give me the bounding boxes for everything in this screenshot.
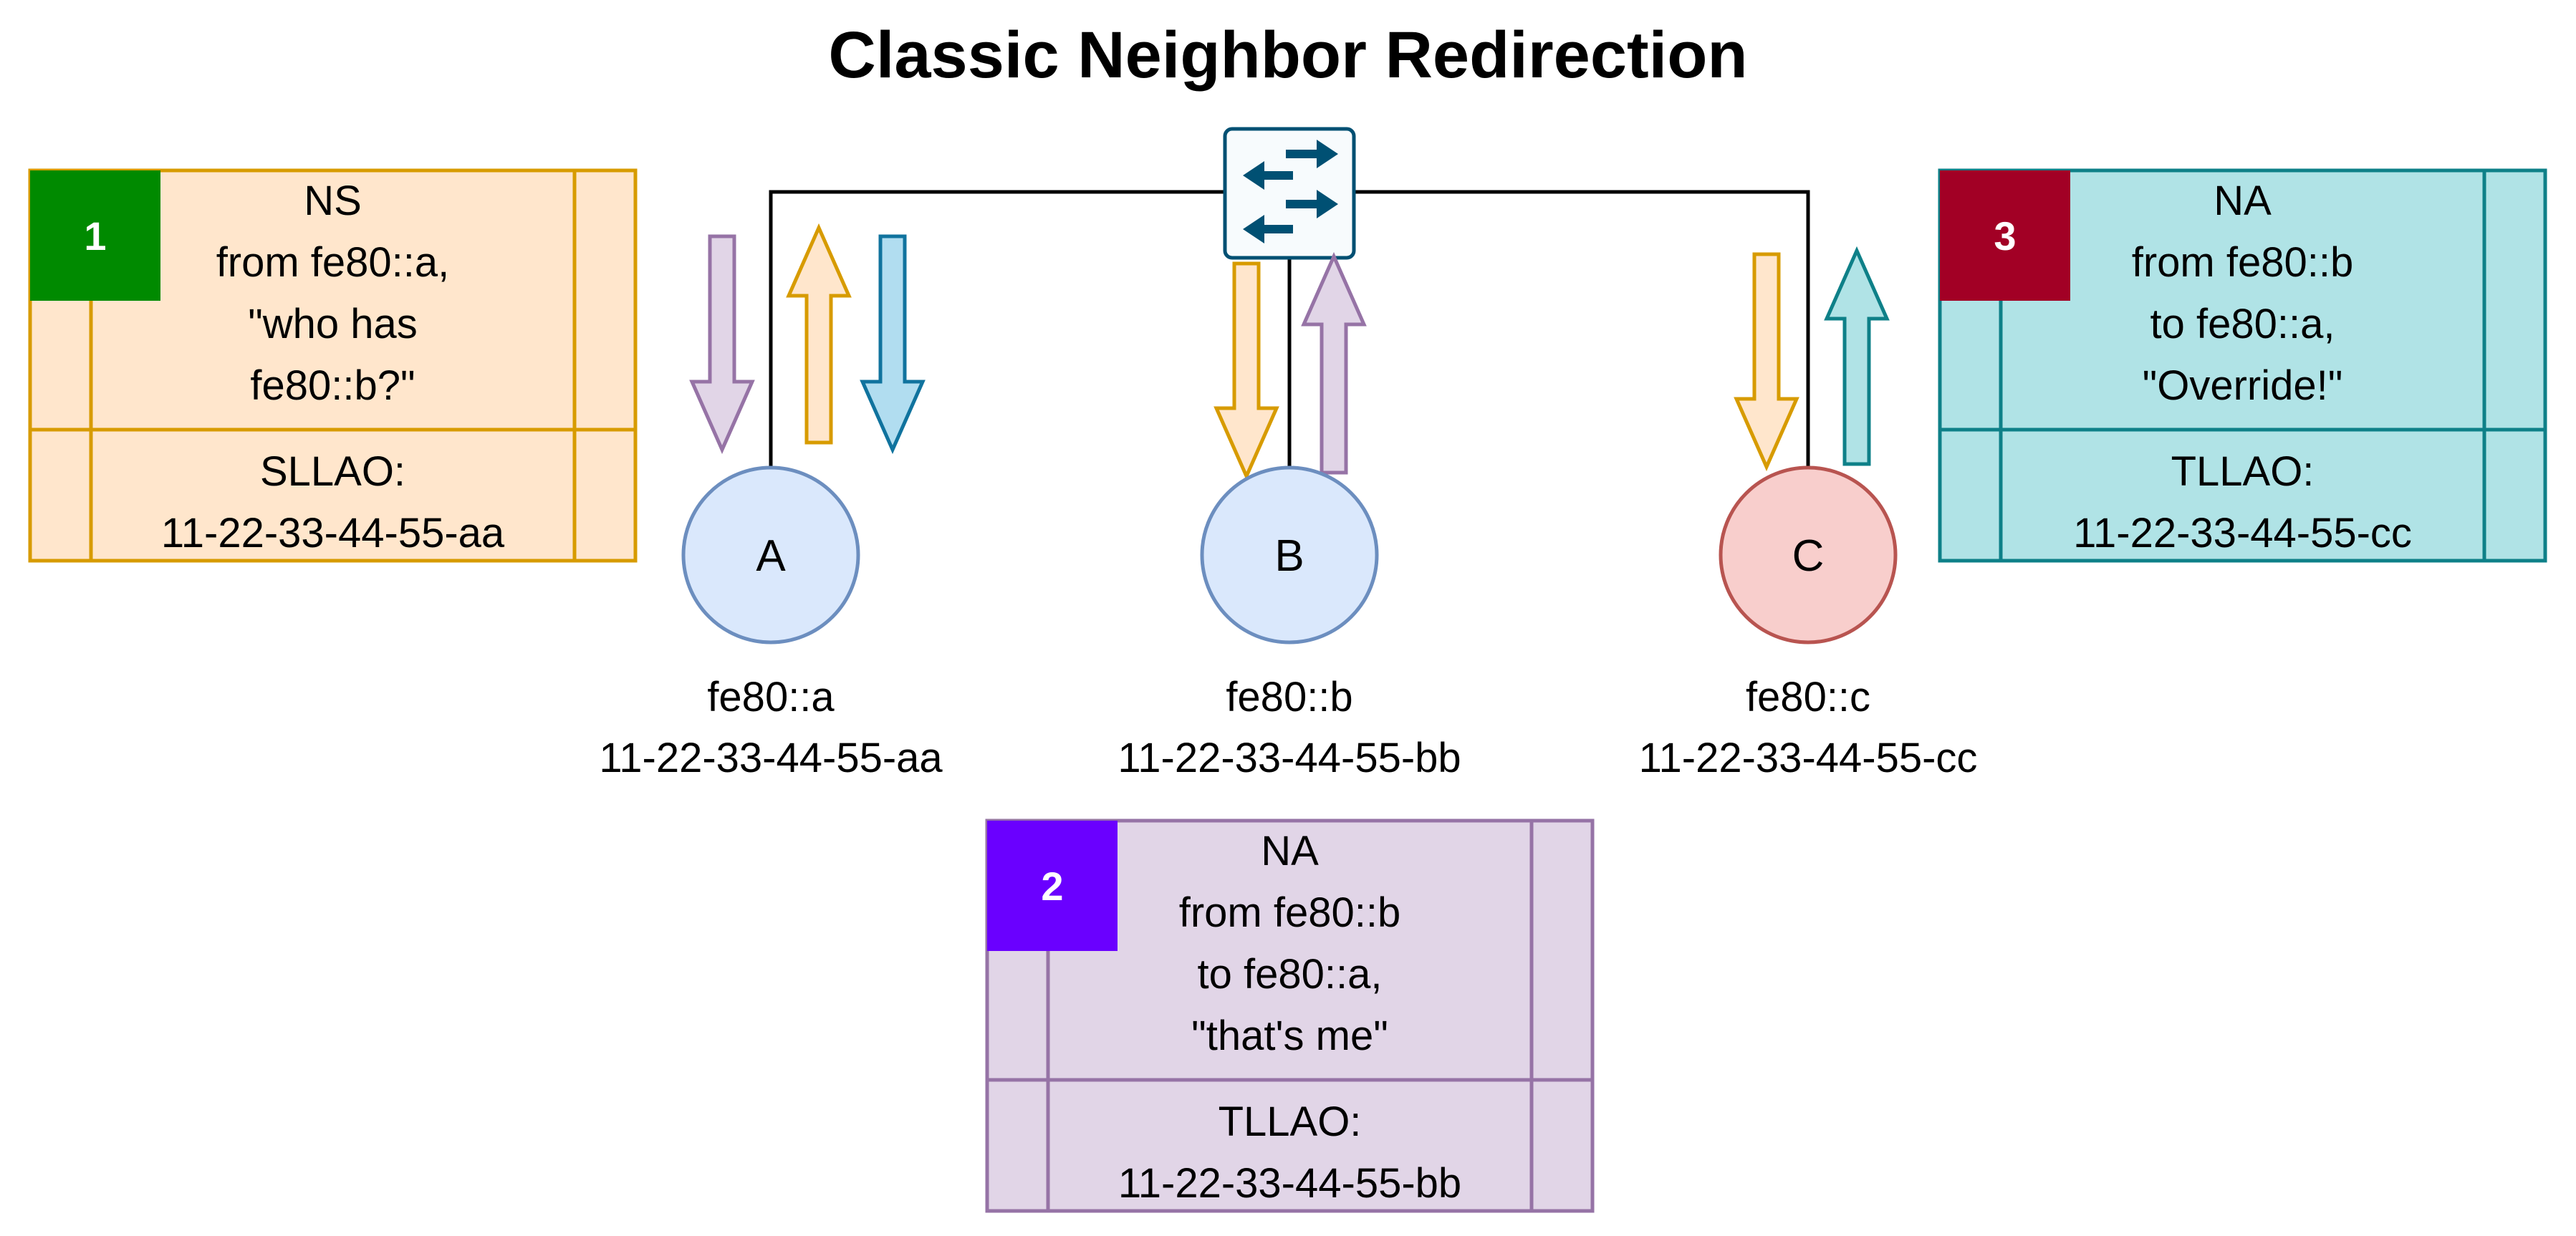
packet-arrows xyxy=(689,223,1890,481)
step-badge-number: 3 xyxy=(1994,213,2016,259)
node-mac: 11-22-33-44-55-cc xyxy=(1639,735,1978,781)
message-text-line: from fe80::a, xyxy=(216,239,450,286)
message-text-line: from fe80::b xyxy=(1179,889,1400,936)
message-text-line: NA xyxy=(1261,828,1319,874)
network-switch xyxy=(1223,127,1356,260)
step-badge xyxy=(30,170,160,301)
message-text-line: NS xyxy=(304,178,362,224)
message-text-line: "that's me" xyxy=(1191,1013,1388,1059)
arrow-down-b xyxy=(1213,261,1279,481)
node-label: A xyxy=(756,531,786,581)
message-option-line: TLLAO: xyxy=(1219,1099,1362,1145)
message-option-line: 11-22-33-44-55-bb xyxy=(1118,1160,1461,1207)
switch-body xyxy=(1223,127,1356,260)
node-ip: fe80::c xyxy=(1746,674,1870,720)
node-label: C xyxy=(1792,531,1825,581)
message-option-line: SLLAO: xyxy=(260,448,405,495)
node-label: B xyxy=(1274,531,1304,581)
arrow-down-c xyxy=(1734,252,1799,472)
arrow-up-c xyxy=(1824,246,1890,466)
message-text-line: "who has xyxy=(248,301,418,347)
node-ip: fe80::b xyxy=(1226,674,1352,720)
message-option-line: 11-22-33-44-55-cc xyxy=(2073,510,2412,556)
arrow-up-b xyxy=(1301,251,1367,475)
message-text-line: to fe80::a, xyxy=(1198,951,1383,998)
message-text-line: "Override!" xyxy=(2143,362,2343,409)
arrow-down-a xyxy=(860,234,926,455)
node-mac: 11-22-33-44-55-bb xyxy=(1118,735,1461,781)
message-text-line: to fe80::a, xyxy=(2150,301,2335,347)
switch-icon xyxy=(1243,140,1338,243)
step-badge xyxy=(987,821,1118,951)
message-option-line: 11-22-33-44-55-aa xyxy=(161,510,505,556)
arrow-up-a xyxy=(786,223,852,445)
node-circle xyxy=(681,465,860,644)
message-text-line: NA xyxy=(2214,178,2272,224)
step-badge-number: 2 xyxy=(1041,864,1063,909)
node-circle xyxy=(1200,465,1379,644)
link-switch-c xyxy=(1354,190,1810,473)
message-option-line: TLLAO: xyxy=(2171,448,2315,495)
message-text-line: from fe80::b xyxy=(2132,239,2353,286)
node-ip: fe80::a xyxy=(707,674,835,720)
node-circle xyxy=(1719,465,1898,644)
message-text-line: fe80::b?" xyxy=(250,362,415,409)
network-links xyxy=(769,190,1810,473)
message-frame xyxy=(28,168,638,563)
diagram-title: Classic Neighbor Redirection xyxy=(828,19,1747,92)
link-switch-a xyxy=(769,190,1225,473)
step-badge xyxy=(1940,170,2070,301)
step-badge-number: 1 xyxy=(84,213,106,259)
node-mac: 11-22-33-44-55-aa xyxy=(599,735,943,781)
arrow-down-a xyxy=(689,234,755,455)
